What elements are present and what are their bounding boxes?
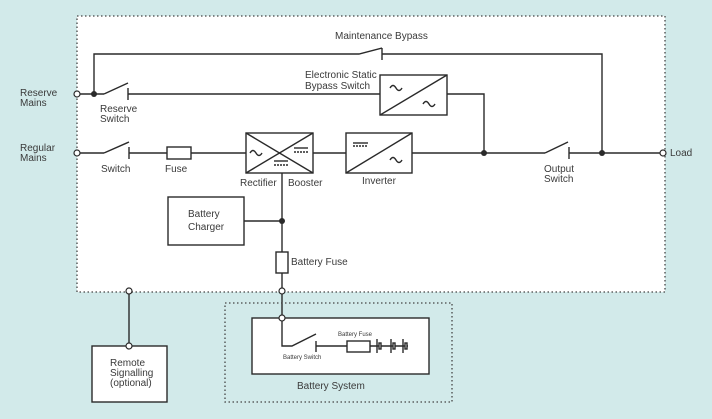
- battery-cells-icon: [370, 339, 408, 353]
- junction-dot: [481, 150, 487, 156]
- fuse: [166, 146, 192, 160]
- inverter-label: Inverter: [362, 176, 397, 187]
- battery-terminal: [278, 287, 286, 295]
- battery-fuse-label: Battery Fuse: [291, 257, 348, 268]
- junction-dot: [91, 91, 97, 97]
- rectifier-label: Rectifier: [240, 178, 277, 189]
- battery-system-terminal: [278, 314, 286, 322]
- fuse-label: Fuse: [165, 164, 188, 175]
- battery-charger-box: [167, 196, 245, 246]
- load-terminal: [659, 149, 667, 157]
- battery-switch-label: Battery Switch: [283, 355, 321, 361]
- inverter-block: [345, 132, 413, 174]
- battery-fuse: [275, 251, 289, 274]
- battery-system-label: Battery System: [297, 381, 365, 392]
- load-label: Load: [670, 148, 692, 159]
- junction-dot: [599, 150, 605, 156]
- reserve-mains-terminal: [73, 90, 81, 98]
- switch-label: Switch: [101, 164, 130, 175]
- remote-terminal: [125, 287, 133, 295]
- regular-mains-terminal: [73, 149, 81, 157]
- maintenance-bypass-label: Maintenance Bypass: [335, 31, 428, 42]
- remote-terminal: [125, 342, 133, 350]
- battery-fuse-small: [346, 340, 371, 353]
- rectifier-booster-block: [245, 132, 314, 174]
- booster-label: Booster: [288, 178, 323, 189]
- junction-dot: [279, 218, 285, 224]
- maintenance-bypass-path: [93, 47, 603, 153]
- reserve-mains-path: [77, 82, 485, 153]
- static-bypass-switch-block: [379, 74, 448, 116]
- battery-system-enclosure: [224, 302, 453, 403]
- battery-fuse-small-label: Battery Fuse: [338, 332, 373, 338]
